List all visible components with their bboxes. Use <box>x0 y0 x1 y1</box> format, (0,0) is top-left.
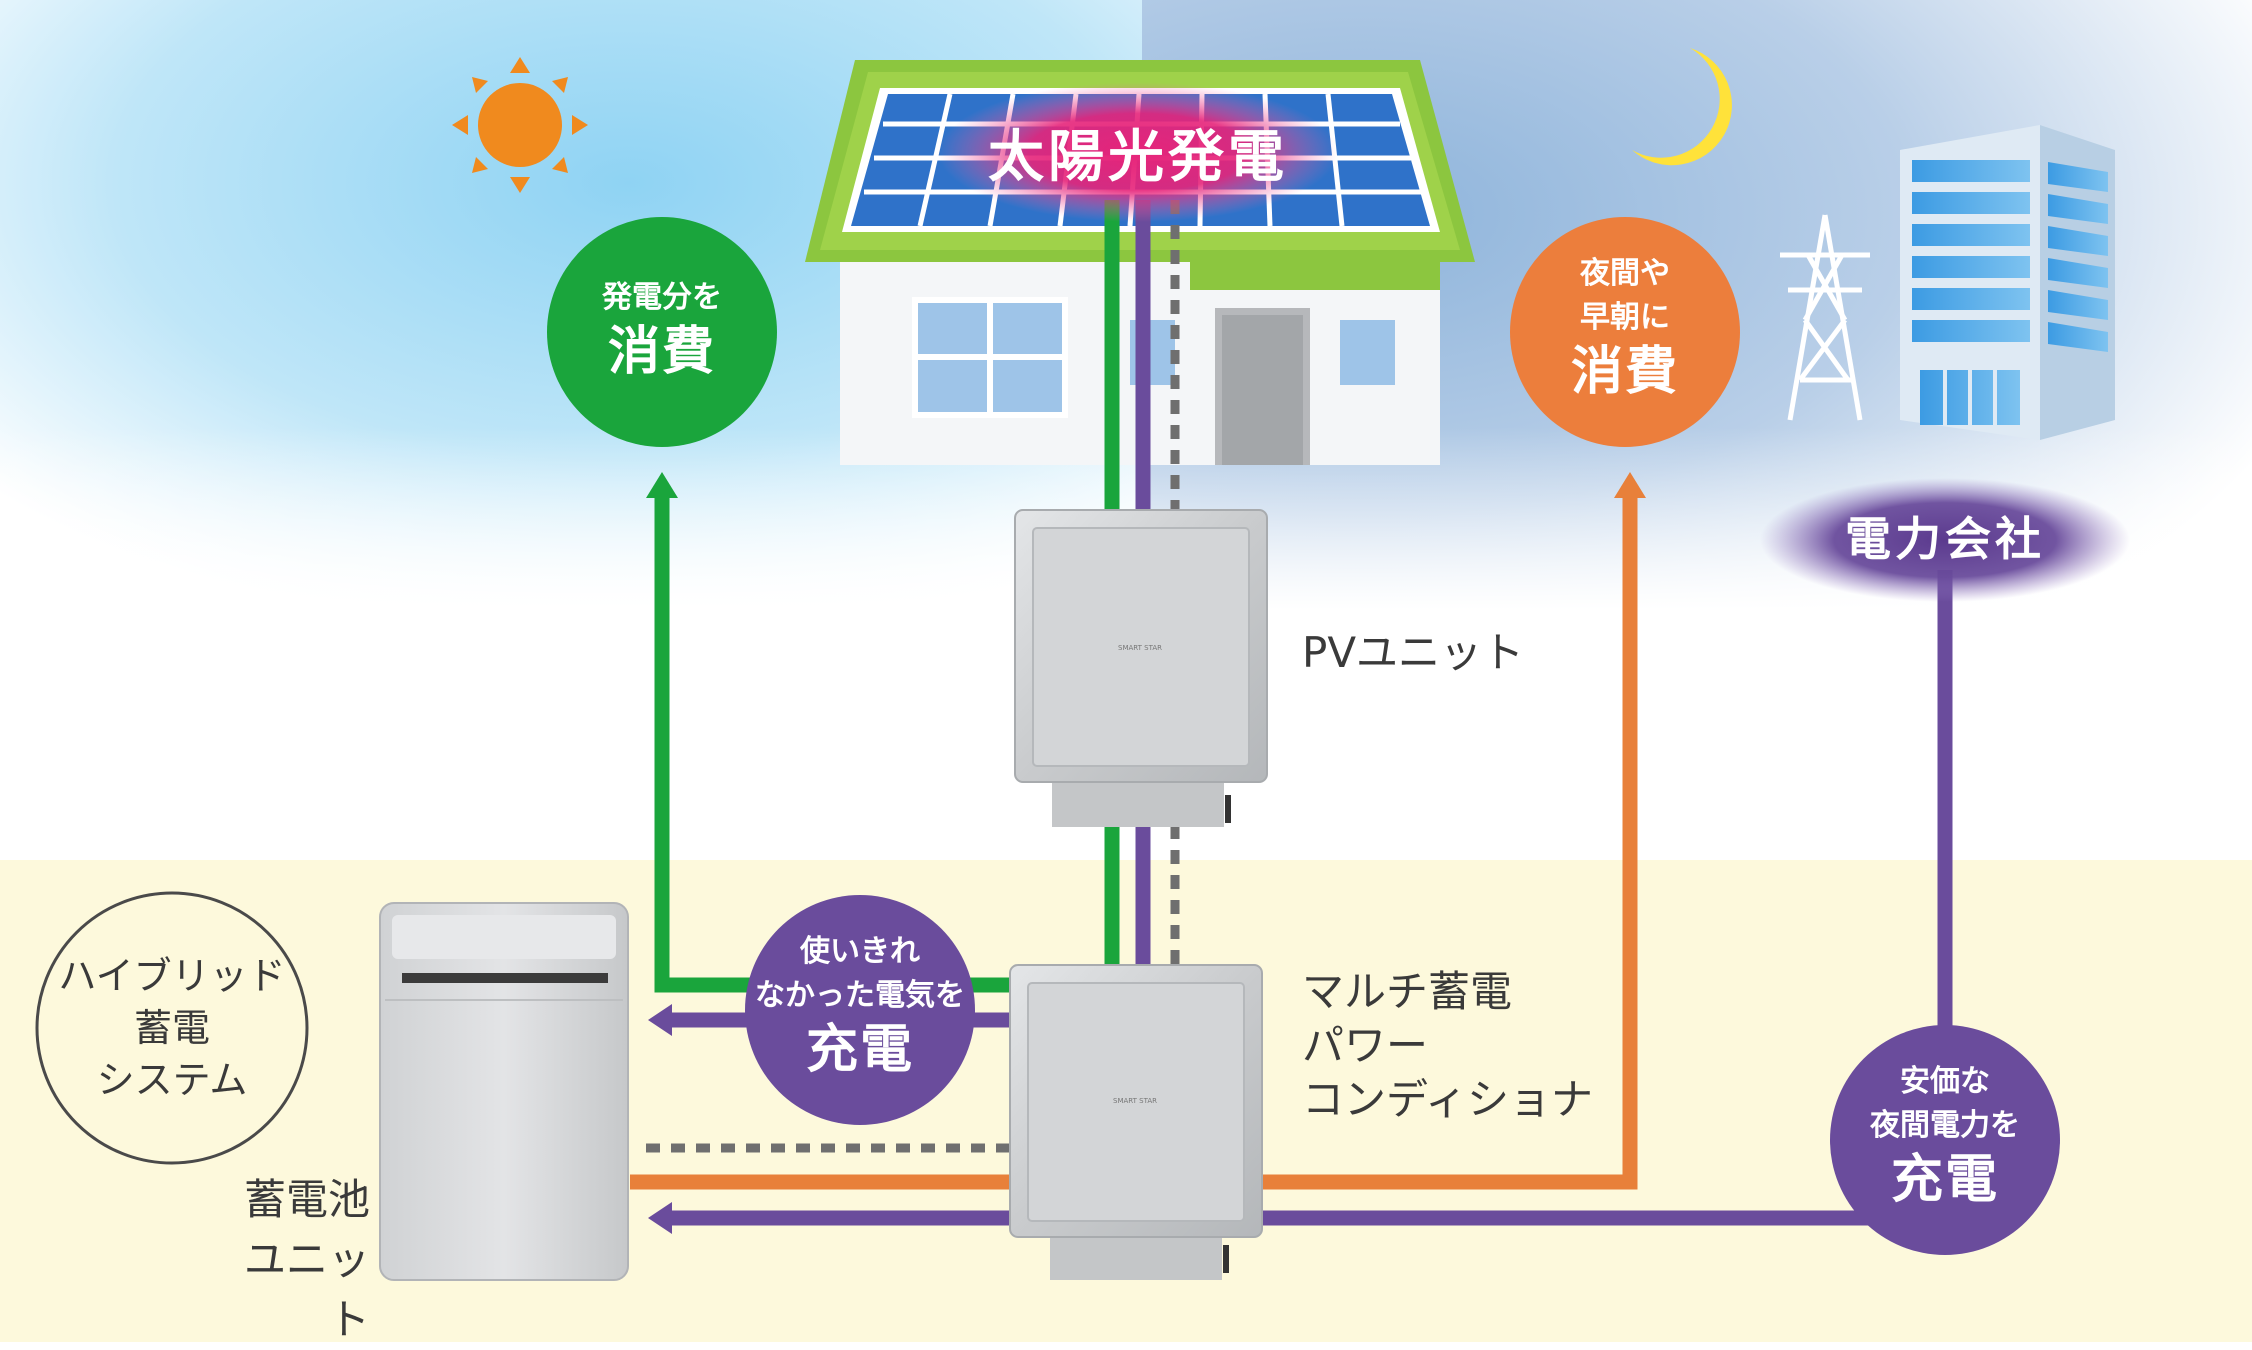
consume-day-circle <box>547 217 777 447</box>
power-pylon-icon <box>1780 214 1870 421</box>
charge-surplus-circle <box>745 895 975 1125</box>
multi-power-conditioner-device: SMART STAR <box>1009 964 1263 1280</box>
charge-night-text: 安価な 夜間電力を 充電 <box>1870 1064 2020 1210</box>
moon-icon <box>1632 48 1732 166</box>
hybrid-system-label: ハイブリッド 蓄電 システム <box>58 954 286 1102</box>
consume-night-circle <box>1510 217 1740 447</box>
power-company-label: 電力会社 <box>1845 512 2045 566</box>
battery-unit-label: 蓄電池 ユニット <box>243 1175 370 1344</box>
flow-line-orange <box>630 490 1638 1190</box>
arrow-up-green <box>646 472 678 498</box>
pv-unit-device: SMART STAR <box>1014 509 1268 827</box>
pv-unit-label: PVユニット <box>1302 628 1525 677</box>
power-company-glow <box>1760 478 2130 602</box>
multi-pcs-label: マルチ蓄電 パワー コンディショナ <box>1302 967 1594 1124</box>
arrow-left-purple-upper <box>648 1004 672 1036</box>
consume-night-text: 夜間や 早朝に 消費 <box>1570 256 1679 402</box>
solar-label-glow <box>938 82 1338 222</box>
charge-night-circle <box>1830 1025 2060 1255</box>
svg-text:SMART STAR: SMART STAR <box>1113 1097 1157 1105</box>
hybrid-system-outline <box>35 891 309 1165</box>
office-building-icon <box>1900 125 2115 440</box>
arrow-left-purple-lower <box>648 1202 672 1234</box>
house-window <box>912 297 1068 418</box>
sun-icon <box>452 57 588 193</box>
solar-power-label: 太陽光発電 <box>988 125 1288 190</box>
arrow-up-orange <box>1614 472 1646 498</box>
charge-surplus-text: 使いきれ なかった電気を 充電 <box>755 934 965 1080</box>
consume-day-text: 発電分を 消費 <box>602 280 722 382</box>
battery-unit-device <box>379 902 629 1281</box>
svg-text:SMART STAR: SMART STAR <box>1118 644 1162 652</box>
